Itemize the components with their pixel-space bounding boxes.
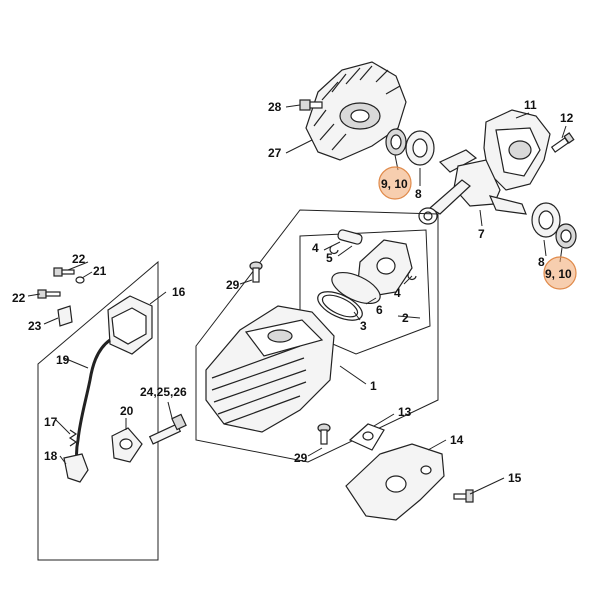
highlight-marker-upper [378,166,412,200]
callout-23: 23 [28,319,42,333]
piston-pin [337,229,363,245]
ball-bearing-right [531,202,561,238]
callout-9-10-lower: 9, 10 [545,267,572,281]
callout-24-25-26: 24,25,26 [140,385,187,399]
oil-seal-right [555,223,577,249]
callout-5: 5 [326,251,333,265]
callout-20: 20 [120,404,134,418]
gasket [348,423,385,451]
callout-14: 14 [450,433,464,447]
callout-4-lower: 4 [394,286,401,300]
spark-plug-boot [63,453,89,483]
crankshaft [418,149,527,225]
callout-11: 11 [524,98,537,112]
callout-18: 18 [44,449,58,463]
washer-21 [75,276,85,284]
highlight-marker-lower [543,256,577,290]
callout-4-upper: 4 [312,241,319,255]
screw-15 [453,489,474,503]
callout-12: 12 [560,111,574,125]
screw-29-upper [249,261,263,283]
callout-22-lower: 22 [12,291,26,305]
callout-28: 28 [268,100,282,114]
callout-8-lower: 8 [538,255,545,269]
callout-17: 17 [44,415,58,429]
screw-29-lower [317,423,331,445]
part-20 [111,427,143,463]
callout-29-upper: 29 [226,278,240,292]
callout-2: 2 [402,311,409,325]
spring [68,429,78,447]
piston-rings [317,271,381,321]
ball-bearing-left [405,130,435,166]
callout-1: 1 [370,379,377,393]
spark-plug [148,413,187,445]
leader-lines [27,104,567,495]
callout-27: 27 [268,146,282,160]
ignition-module [107,295,153,355]
callout-15: 15 [508,471,522,485]
callout-21: 21 [93,264,107,278]
screw-22-lower [37,289,61,299]
screw-12 [550,132,575,153]
callout-13: 13 [398,405,412,419]
callout-7: 7 [478,227,485,241]
callout-8-upper: 8 [415,187,422,201]
callout-29-lower: 29 [294,451,308,465]
callout-19: 19 [56,353,70,367]
bracket-23 [57,305,73,327]
callout-6: 6 [376,303,383,317]
cylinder [205,305,335,433]
callout-16: 16 [172,285,186,299]
flywheel [305,61,407,161]
ignition-module-frame [37,260,159,561]
callout-22-upper: 22 [72,252,86,266]
screw-28 [299,99,323,111]
callout-9-10-upper: 9, 10 [381,177,408,191]
callout-3: 3 [360,319,367,333]
cylinder-frame [195,209,439,463]
ignition-lead [75,338,111,467]
crankcase-half [483,109,551,191]
oil-seal-left [385,128,407,156]
intake-flange [345,443,445,521]
